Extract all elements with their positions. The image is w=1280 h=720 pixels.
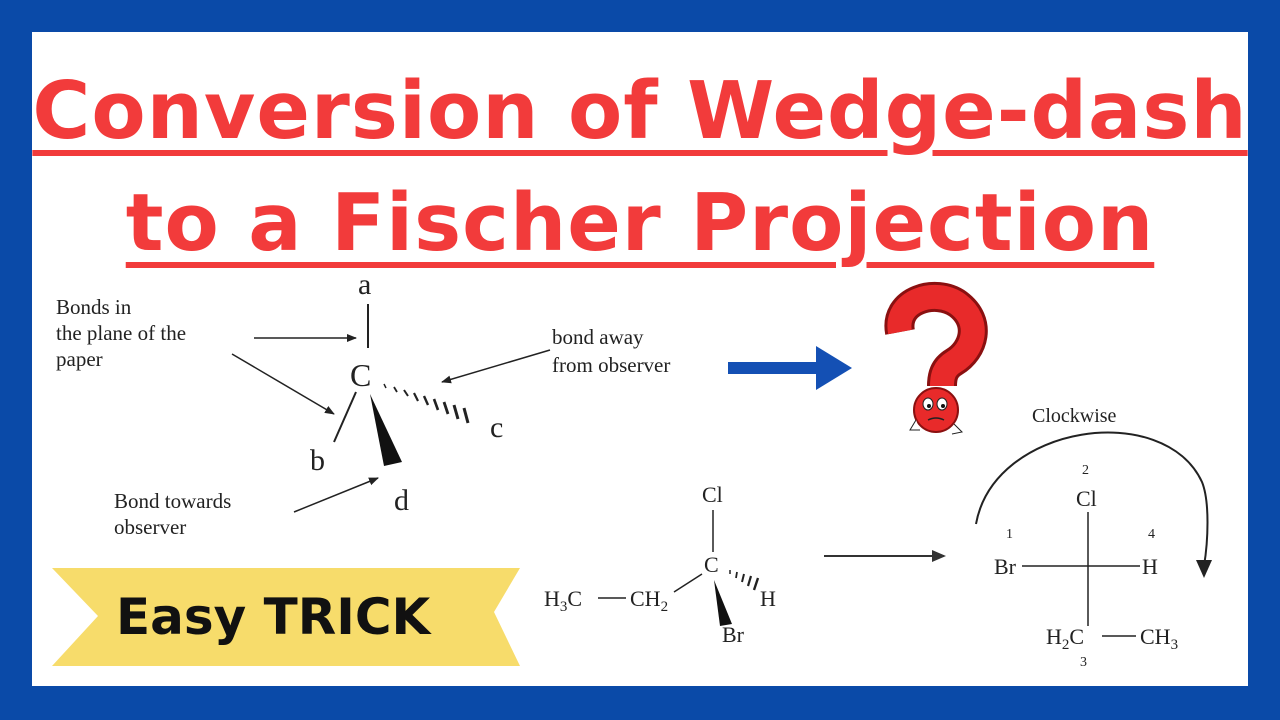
fischer-top-cl: Cl (1076, 486, 1097, 511)
atom-a-label: a (358, 268, 371, 301)
toward-label-line-1: Bond towards (114, 489, 231, 513)
pointer-arrow-plane-b (231, 353, 335, 415)
dashed-bond-c (383, 383, 470, 424)
molecule-ch2: CH2 (630, 586, 668, 615)
wedge-dash-diagram: a C b c d Bonds in the plane of the pape… (56, 268, 670, 539)
fischer-top-num: 2 (1082, 463, 1089, 478)
molecule-h3c: H3C (544, 586, 582, 615)
molecule-right-h: H (760, 586, 776, 611)
title-line-2: to a Fischer Projection (125, 177, 1155, 269)
diagram-canvas: a C b c d Bonds in the plane of the pape… (52, 268, 1212, 670)
plane-label-line-2: the plane of the (56, 321, 186, 345)
fischer-bottom-ch3: CH3 (1140, 624, 1178, 653)
pointer-arrow-away (441, 349, 551, 384)
molecule-wedge-bond-br (714, 580, 732, 626)
pointer-arrow-toward (293, 477, 379, 513)
plane-label-line-1: Bonds in (56, 295, 132, 319)
away-label-line-2: from observer (552, 353, 670, 377)
bond-b (333, 391, 357, 443)
molecule-top-cl: Cl (702, 482, 723, 507)
bond-ch2-c (673, 573, 703, 593)
fischer-bottom-h2c: H2C (1046, 624, 1084, 653)
molecule-structure: Cl C H3C CH2 H Br (544, 482, 776, 647)
fischer-projection: Clockwise 2 Cl 1 Br 4 H H2C CH3 3 (975, 405, 1212, 670)
molecule-center-c: C (704, 552, 719, 577)
atom-d-label: d (394, 484, 409, 517)
clockwise-label: Clockwise (1032, 405, 1117, 427)
molecule-dashed-bond-h (729, 570, 760, 591)
away-label-line-1: bond away (552, 325, 644, 349)
fischer-left-br: Br (994, 554, 1017, 579)
title-line-1: Conversion of Wedge-dash (32, 65, 1248, 157)
easy-trick-text: Easy TRICK (116, 588, 431, 646)
atom-b-label: b (310, 444, 325, 477)
atom-c-label: c (490, 411, 503, 444)
fischer-right-h: H (1142, 554, 1158, 579)
question-mark-mascot-icon (884, 282, 988, 435)
blue-arrow (728, 346, 852, 390)
toward-label-line-2: observer (114, 515, 186, 539)
fischer-right-num: 4 (1148, 527, 1155, 542)
fischer-left-num: 1 (1006, 527, 1013, 542)
fischer-bottom-num: 3 (1080, 655, 1087, 670)
wedge-bond-d (370, 394, 402, 466)
easy-trick-banner (52, 568, 520, 666)
plane-label-line-3: paper (56, 347, 103, 371)
molecule-bottom-br: Br (722, 622, 745, 647)
content-panel: Conversion of Wedge-dash to a Fischer Pr… (32, 32, 1248, 686)
clockwise-arrowhead (1196, 560, 1212, 578)
clockwise-rotation-arrow (975, 431, 1209, 567)
center-carbon-label: C (350, 357, 371, 393)
